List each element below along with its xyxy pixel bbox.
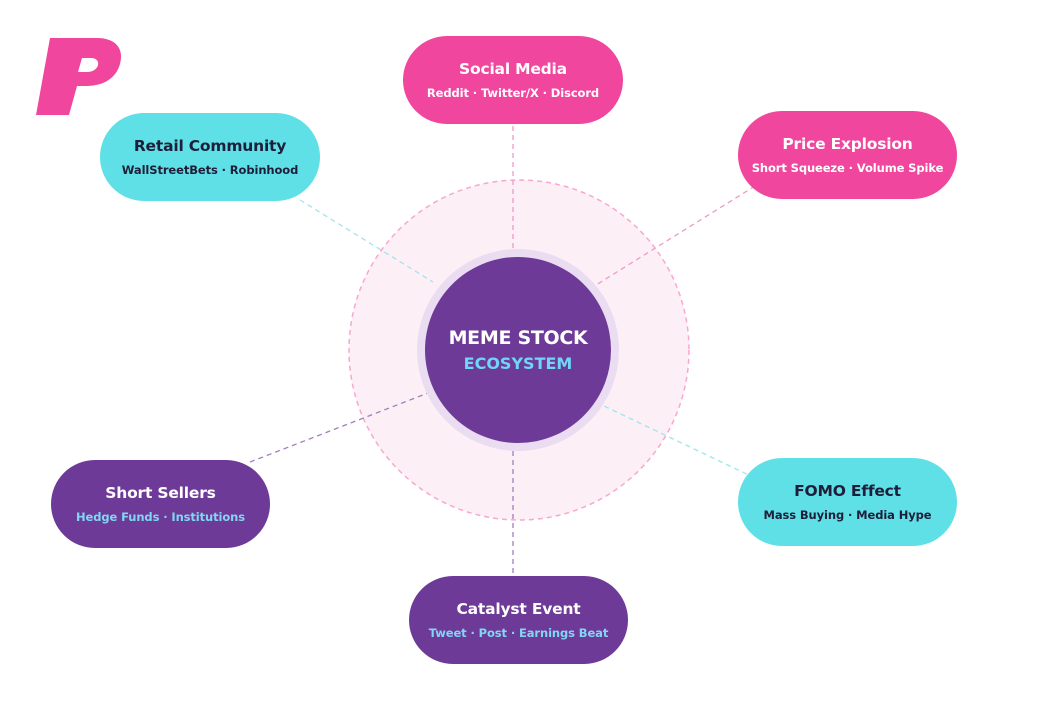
node-retail-community: Retail Community WallStreetBets · Robinh… — [100, 113, 320, 201]
center-hub — [425, 257, 611, 443]
node-subtitle: Mass Buying · Media Hype — [763, 508, 932, 522]
node-title: Social Media — [459, 60, 567, 78]
node-catalyst-event: Catalyst Event Tweet · Post · Earnings B… — [409, 576, 628, 664]
node-subtitle: Tweet · Post · Earnings Beat — [428, 626, 609, 640]
node-title: Price Explosion — [782, 135, 913, 153]
center-label: MEME STOCK ECOSYSTEM — [418, 250, 618, 450]
node-subtitle: WallStreetBets · Robinhood — [121, 163, 299, 177]
p-logo-icon — [36, 38, 122, 115]
connector-retail-community — [299, 199, 434, 283]
connector-price-explosion — [595, 185, 756, 286]
node-subtitle: Hedge Funds · Institutions — [75, 510, 245, 524]
node-subtitle: Short Squeeze · Volume Spike — [751, 161, 944, 175]
connector-short-sellers — [249, 392, 429, 463]
node-title: Retail Community — [133, 137, 287, 155]
node-subtitle: Reddit · Twitter/X · Discord — [426, 86, 600, 100]
node-title: FOMO Effect — [794, 482, 901, 500]
node-social-media: Social Media Reddit · Twitter/X · Discor… — [403, 36, 623, 124]
connector-fomo-effect — [603, 405, 756, 479]
node-title: Short Sellers — [105, 484, 216, 502]
node-title: Catalyst Event — [456, 600, 581, 618]
center-subtitle: ECOSYSTEM — [463, 353, 573, 373]
node-price-explosion: Price Explosion Short Squeeze · Volume S… — [738, 111, 957, 199]
center-title: MEME STOCK — [448, 326, 588, 349]
node-fomo-effect: FOMO Effect Mass Buying · Media Hype — [738, 458, 957, 546]
node-short-sellers: Short Sellers Hedge Funds · Institutions — [51, 460, 270, 548]
